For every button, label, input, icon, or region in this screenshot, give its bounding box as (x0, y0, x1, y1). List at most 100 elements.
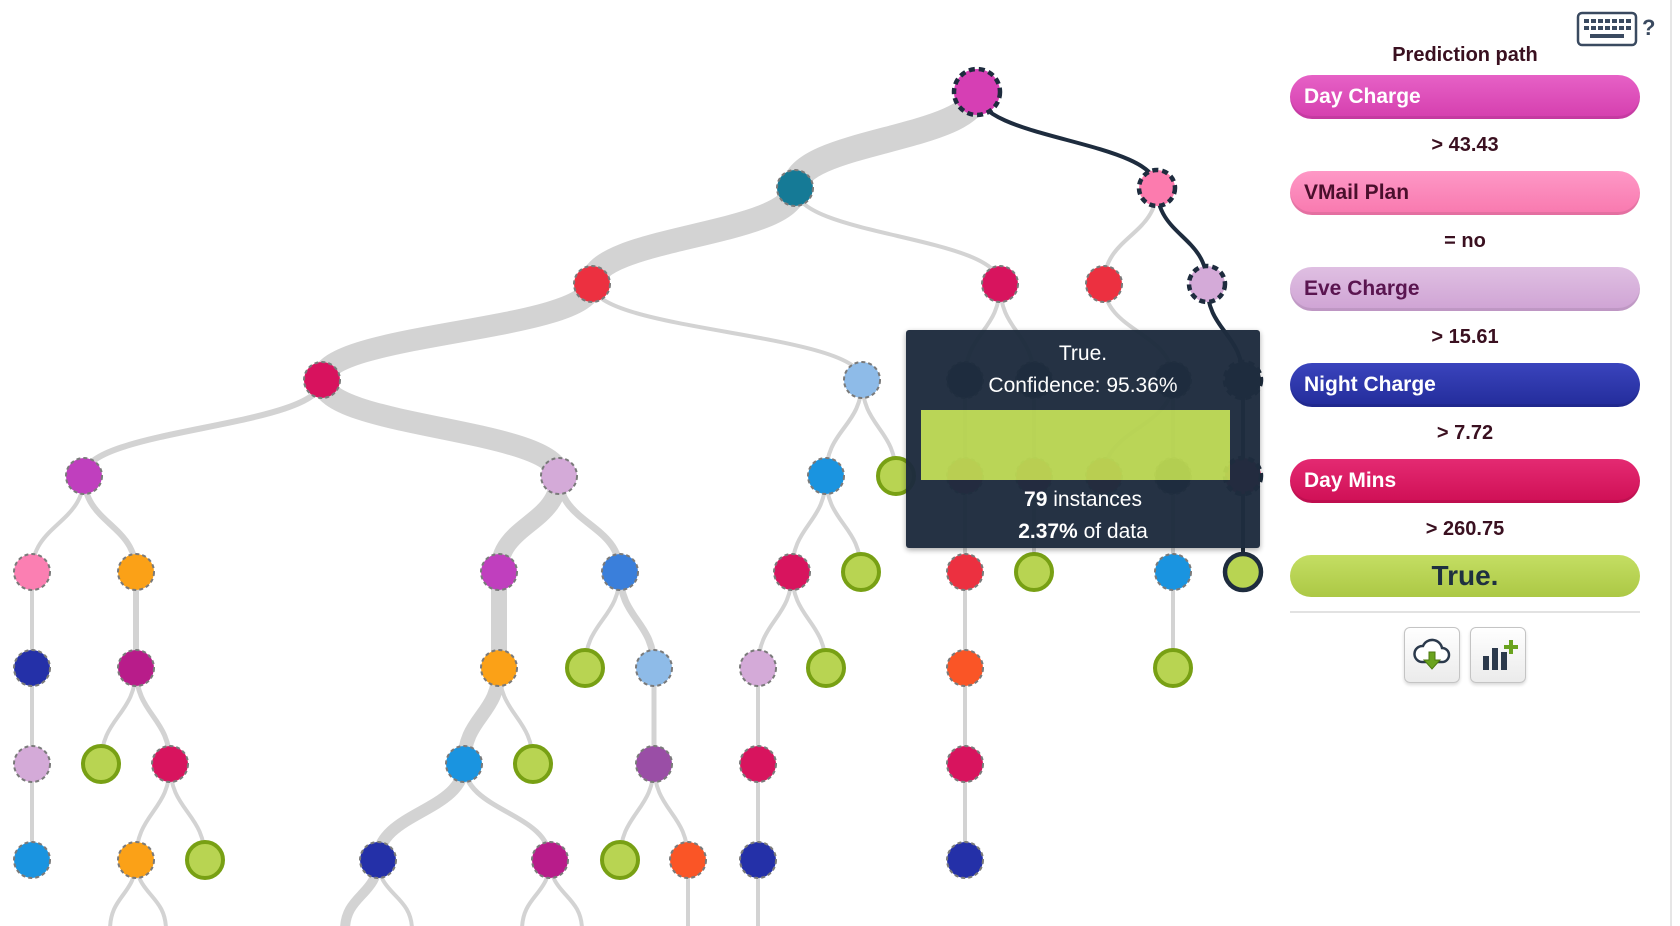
split-node[interactable] (635, 649, 673, 687)
split-node[interactable] (946, 553, 984, 591)
split-node[interactable] (601, 553, 639, 591)
split-node[interactable] (843, 361, 881, 399)
split-node[interactable] (1085, 265, 1123, 303)
split-node-circle (981, 265, 1019, 303)
split-node-circle (843, 361, 881, 399)
split-node[interactable] (151, 745, 189, 783)
leaf-node[interactable] (600, 840, 640, 880)
download-button[interactable] (1404, 627, 1460, 683)
leaf-node[interactable] (806, 648, 846, 688)
split-node-circle (151, 745, 189, 783)
path-step-label: VMail Plan (1304, 181, 1410, 204)
split-condition: > 7.72 (1436, 422, 1494, 444)
split-node[interactable] (445, 745, 483, 783)
prediction-result: True. (1290, 555, 1640, 597)
split-node-circle (773, 553, 811, 591)
leaf-node-circle (841, 552, 881, 592)
path-step-day-mins[interactable]: Day Mins (1290, 459, 1640, 503)
split-node[interactable] (13, 745, 51, 783)
split-node-circle (946, 841, 984, 879)
leaf-node-circle (1014, 552, 1054, 592)
split-node[interactable] (951, 66, 1003, 118)
split-condition: > 43.43 (1431, 134, 1499, 156)
leaf-node-circle (565, 648, 605, 688)
leaf-node[interactable] (513, 744, 553, 784)
panel-actions (1290, 627, 1640, 683)
split-node-circle (359, 841, 397, 879)
split-node-circle (303, 361, 341, 399)
add-to-chart-button[interactable] (1470, 627, 1526, 683)
leaf-node[interactable] (81, 744, 121, 784)
split-node[interactable] (359, 841, 397, 879)
split-node[interactable] (946, 841, 984, 879)
tooltip-instances: 79 instances (906, 488, 1260, 512)
path-step-night-charge[interactable]: Night Charge (1290, 363, 1640, 407)
leaf-node-circle (513, 744, 553, 784)
path-step-eve-charge[interactable]: Eve Charge (1290, 267, 1640, 311)
split-node[interactable] (303, 361, 341, 399)
split-node[interactable] (946, 649, 984, 687)
leaf-node[interactable] (1014, 552, 1054, 592)
path-step-vmail-plan[interactable]: VMail Plan (1290, 171, 1640, 215)
path-step-day-charge[interactable]: Day Charge (1290, 75, 1640, 119)
split-node-circle (480, 553, 518, 591)
split-node[interactable] (13, 553, 51, 591)
split-node[interactable] (13, 649, 51, 687)
tree-edge (793, 186, 1002, 286)
split-node[interactable] (773, 553, 811, 591)
leaf-node-circle (185, 840, 225, 880)
split-node[interactable] (739, 649, 777, 687)
leaf-node[interactable] (1222, 551, 1264, 593)
split-node-circle (739, 841, 777, 879)
panel-edge-divider (1670, 0, 1672, 926)
split-node[interactable] (480, 649, 518, 687)
split-node[interactable] (669, 841, 707, 879)
leaf-node[interactable] (565, 648, 605, 688)
split-node-circle (1085, 265, 1123, 303)
tree-edge (590, 282, 864, 382)
split-node-circle (946, 553, 984, 591)
split-node[interactable] (531, 841, 569, 879)
instances-text: instances (1047, 488, 1142, 511)
split-node[interactable] (117, 841, 155, 879)
split-node[interactable] (540, 457, 578, 495)
tree-edge (782, 79, 990, 201)
data-percent: 2.37% (1018, 520, 1078, 543)
split-node[interactable] (1136, 167, 1178, 209)
data-share-text: of data (1077, 520, 1148, 543)
split-node-circle (1186, 263, 1228, 305)
split-node-circle (946, 745, 984, 783)
split-node[interactable] (1154, 553, 1192, 591)
split-node[interactable] (739, 841, 777, 879)
leaf-node[interactable] (1153, 648, 1193, 688)
split-node-circle (635, 649, 673, 687)
split-node-circle (739, 745, 777, 783)
prediction-path-title: Prediction path (1392, 44, 1538, 66)
split-node[interactable] (739, 745, 777, 783)
leaf-node-circle (1222, 551, 1264, 593)
split-node[interactable] (117, 553, 155, 591)
prediction-path-panel: Prediction path Day Charge > 43.43 VMail… (1290, 40, 1640, 683)
split-node[interactable] (807, 457, 845, 495)
leaf-node[interactable] (185, 840, 225, 880)
split-node-circle (601, 553, 639, 591)
split-node[interactable] (946, 745, 984, 783)
split-condition: > 15.61 (1431, 326, 1499, 348)
split-node[interactable] (776, 169, 814, 207)
tree-edge (81, 377, 325, 479)
split-node-circle (739, 649, 777, 687)
split-node[interactable] (117, 649, 155, 687)
split-node[interactable] (480, 553, 518, 591)
keyboard-shortcuts-button[interactable]: ? (1576, 8, 1656, 48)
split-node-circle (807, 457, 845, 495)
split-node[interactable] (13, 841, 51, 879)
split-node[interactable] (981, 265, 1019, 303)
split-node[interactable] (65, 457, 103, 495)
leaf-node[interactable] (841, 552, 881, 592)
path-step-label: Day Mins (1304, 469, 1397, 492)
split-node[interactable] (1186, 263, 1228, 305)
split-node[interactable] (573, 265, 611, 303)
instances-count: 79 (1024, 488, 1048, 511)
split-node[interactable] (635, 745, 673, 783)
split-node-circle (13, 649, 51, 687)
